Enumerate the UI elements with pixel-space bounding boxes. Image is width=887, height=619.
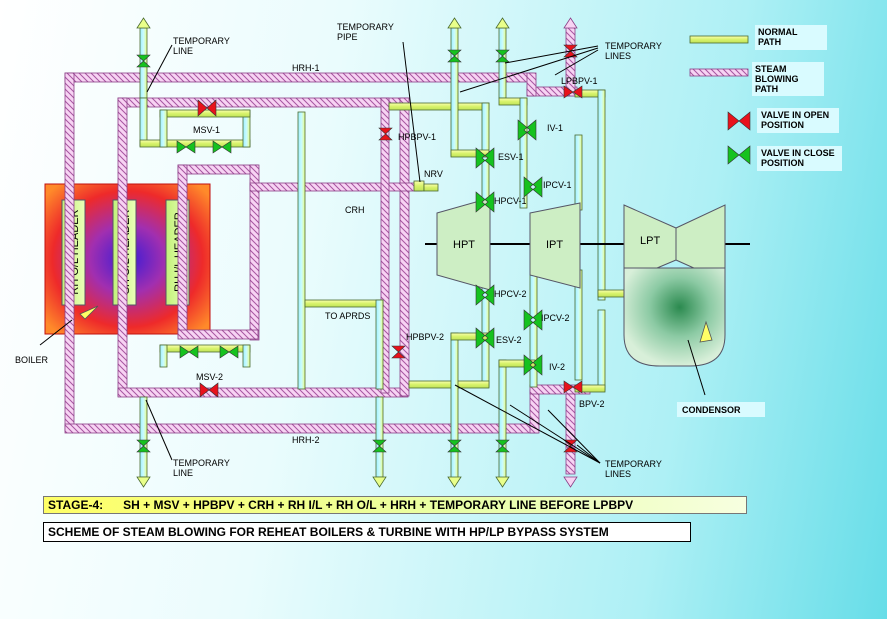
hpbpv1-label: HPBPV-1: [398, 132, 436, 142]
valve-ipcv1: [523, 176, 543, 198]
hpbpv2-label: HPBPV-2: [406, 332, 444, 342]
temporary-line-arrows: [136, 17, 578, 488]
legend-normal-path-swatch: [689, 35, 749, 44]
ipcv2-label: IPCV-2: [541, 313, 570, 323]
esv2-label: ESV-2: [496, 335, 522, 345]
valve-temp-top-left: [136, 54, 151, 68]
condensor-label-box: [677, 402, 765, 417]
valve-iv2: [523, 354, 543, 376]
boiler-label: BOILER: [15, 355, 49, 365]
valve-hpbpv1: [378, 127, 393, 141]
valve-msv1-a: [176, 140, 196, 154]
hrh2-pipe: [64, 423, 539, 434]
lpbpv1-label: LPBPV-1: [561, 76, 598, 86]
ipcv1-label: IPCV-1: [543, 180, 572, 190]
esv1-label: ESV-1: [498, 152, 524, 162]
valve-ipcv2: [523, 309, 543, 331]
hrh1-pipe: [64, 72, 534, 83]
nrv-label: NRV: [424, 169, 443, 179]
crh-label: CRH: [345, 205, 365, 215]
valve-iv1: [517, 119, 537, 141]
valve-hpcv2: [475, 284, 495, 306]
condenser: [623, 267, 726, 367]
ipt-casing: [529, 202, 581, 289]
rh-ol-riser: [64, 72, 75, 432]
lpt-label: LPT: [640, 235, 660, 247]
hpt-label: HPT: [453, 239, 475, 251]
stage-banner: STAGE-4: SH + MSV + HPBPV + CRH + RH I/L…: [43, 496, 747, 514]
msv1-label: MSV-1: [193, 125, 220, 135]
hrh2-label: HRH-2: [292, 435, 320, 445]
valve-temp-bottom-left: [136, 439, 151, 453]
valve-hpbpv2: [391, 345, 406, 359]
valve-msv2-a: [179, 345, 199, 359]
valve-lpbpv1-b: [563, 85, 583, 99]
valve-msv1-b: [212, 140, 232, 154]
valve-temp-mid1: [447, 49, 462, 63]
valve-msv2-b: [219, 345, 239, 359]
legend-normal-path-box: [755, 25, 827, 50]
legend-steam-blowing-box: [752, 62, 824, 96]
valve-esv2: [475, 327, 495, 349]
legend-valve-close-box: [757, 146, 842, 171]
valve-temp-bottom-mid2: [495, 439, 510, 453]
steam-blowing-pipes: [64, 25, 591, 475]
legend-valve-close-icon: [727, 145, 751, 165]
to-aprds-label: TO APRDS: [325, 311, 370, 321]
hpcv1-label: HPCV-1: [494, 196, 527, 206]
bpv2-label: BPV-2: [579, 399, 605, 409]
hpcv2-label: HPCV-2: [494, 289, 527, 299]
iv2-label: IV-2: [549, 362, 565, 372]
iv1-label: IV-1: [547, 123, 563, 133]
pointer-arrows: [79, 305, 713, 343]
msv2-label: MSV-2: [196, 372, 223, 382]
valve-red-top: [197, 99, 217, 117]
legend-steam-blowing-swatch: [689, 68, 749, 77]
valves: [136, 44, 583, 453]
scheme-caption: SCHEME OF STEAM BLOWING FOR REHEAT BOILE…: [43, 522, 691, 542]
valve-temp-bottom-mid0: [372, 439, 387, 453]
temporary-line-bottom-left: [139, 396, 148, 478]
hrh1-label: HRH-1: [292, 63, 320, 73]
pointer-lines: [39, 41, 706, 464]
condensor-label: CONDENSOR: [682, 405, 741, 415]
valve-hpcv1: [475, 191, 495, 213]
valve-bpv2: [563, 380, 583, 394]
valve-msv2-red: [199, 382, 219, 398]
ipt-label: IPT: [546, 239, 563, 251]
crh-pipe: [249, 182, 423, 192]
legend-valve-open-box: [757, 108, 839, 133]
valve-esv1: [475, 147, 495, 169]
valve-temp-mid2: [495, 49, 510, 63]
legend-valve-open-icon: [727, 111, 751, 131]
valve-temp-bottom-mid1: [447, 439, 462, 453]
